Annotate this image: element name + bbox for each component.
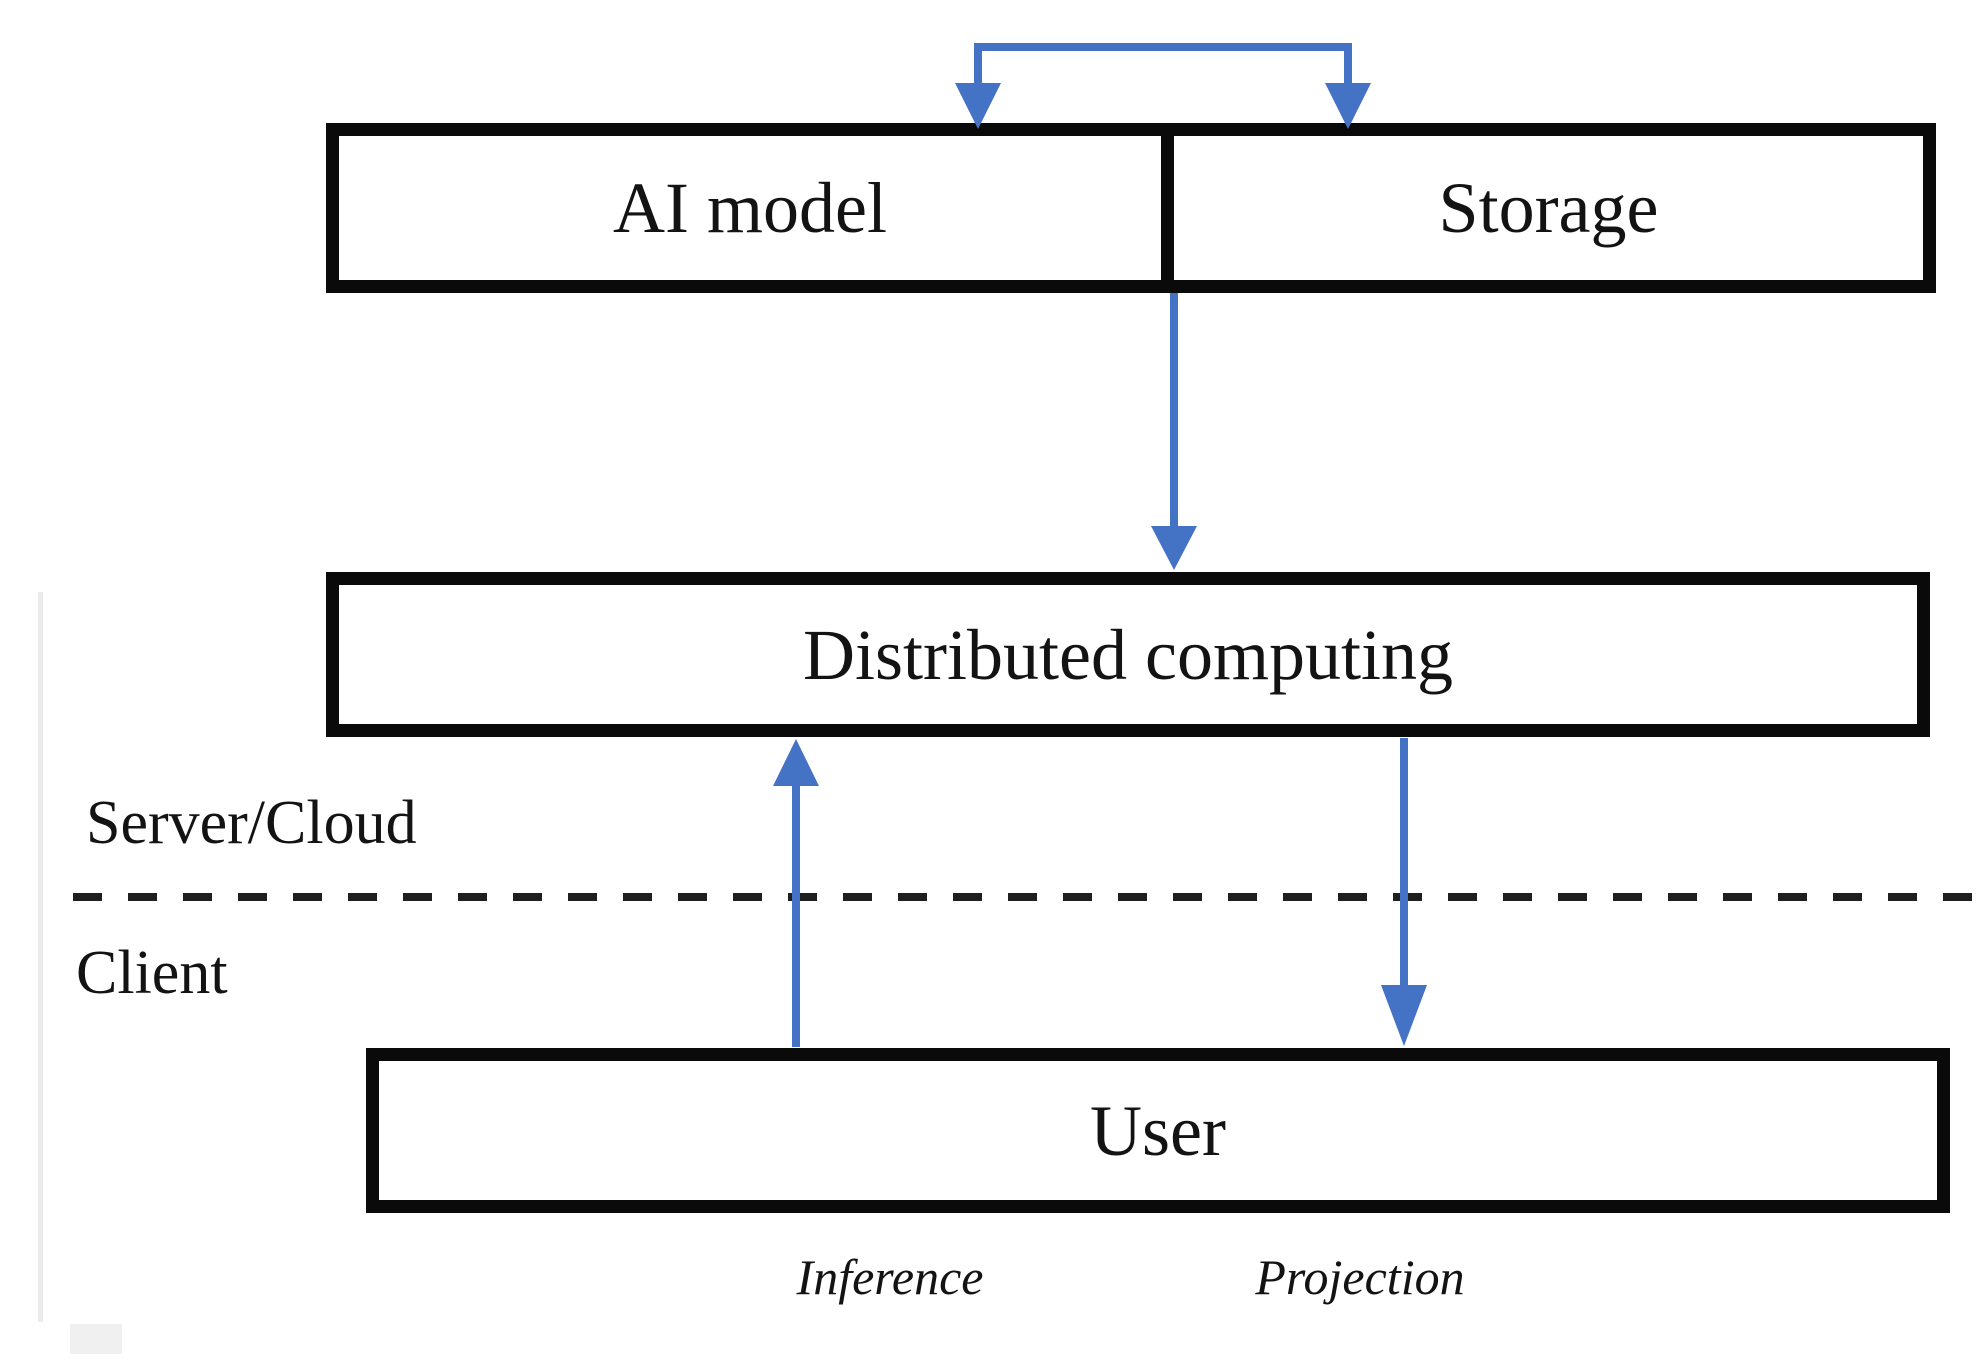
scan-artifact-line [38, 592, 43, 1322]
user-label: User [1090, 1090, 1226, 1171]
model-to-computing-arrow [1151, 293, 1197, 570]
node-user: User [366, 1048, 1950, 1213]
distributed-computing-label: Distributed computing [803, 614, 1453, 695]
ai-storage-loop-arrow [955, 43, 1371, 129]
projection-arrow [1381, 738, 1427, 1046]
server-client-divider [73, 893, 1976, 901]
projection-edge-label: Projection [1255, 1249, 1465, 1305]
server-cloud-zone-label: Server/Cloud [86, 789, 417, 857]
storage-label: Storage [1438, 168, 1659, 248]
node-distributed-computing: Distributed computing [326, 572, 1930, 737]
scan-artifact-square [70, 1324, 122, 1354]
client-zone-label: Client [76, 939, 228, 1007]
node-storage: Storage [1174, 136, 1923, 280]
inference-edge-label: Inference [796, 1249, 984, 1305]
node-ai-storage-group: AI model Storage [326, 123, 1936, 293]
ai-model-label: AI model [613, 168, 887, 248]
node-ai-model: AI model [339, 136, 1174, 280]
